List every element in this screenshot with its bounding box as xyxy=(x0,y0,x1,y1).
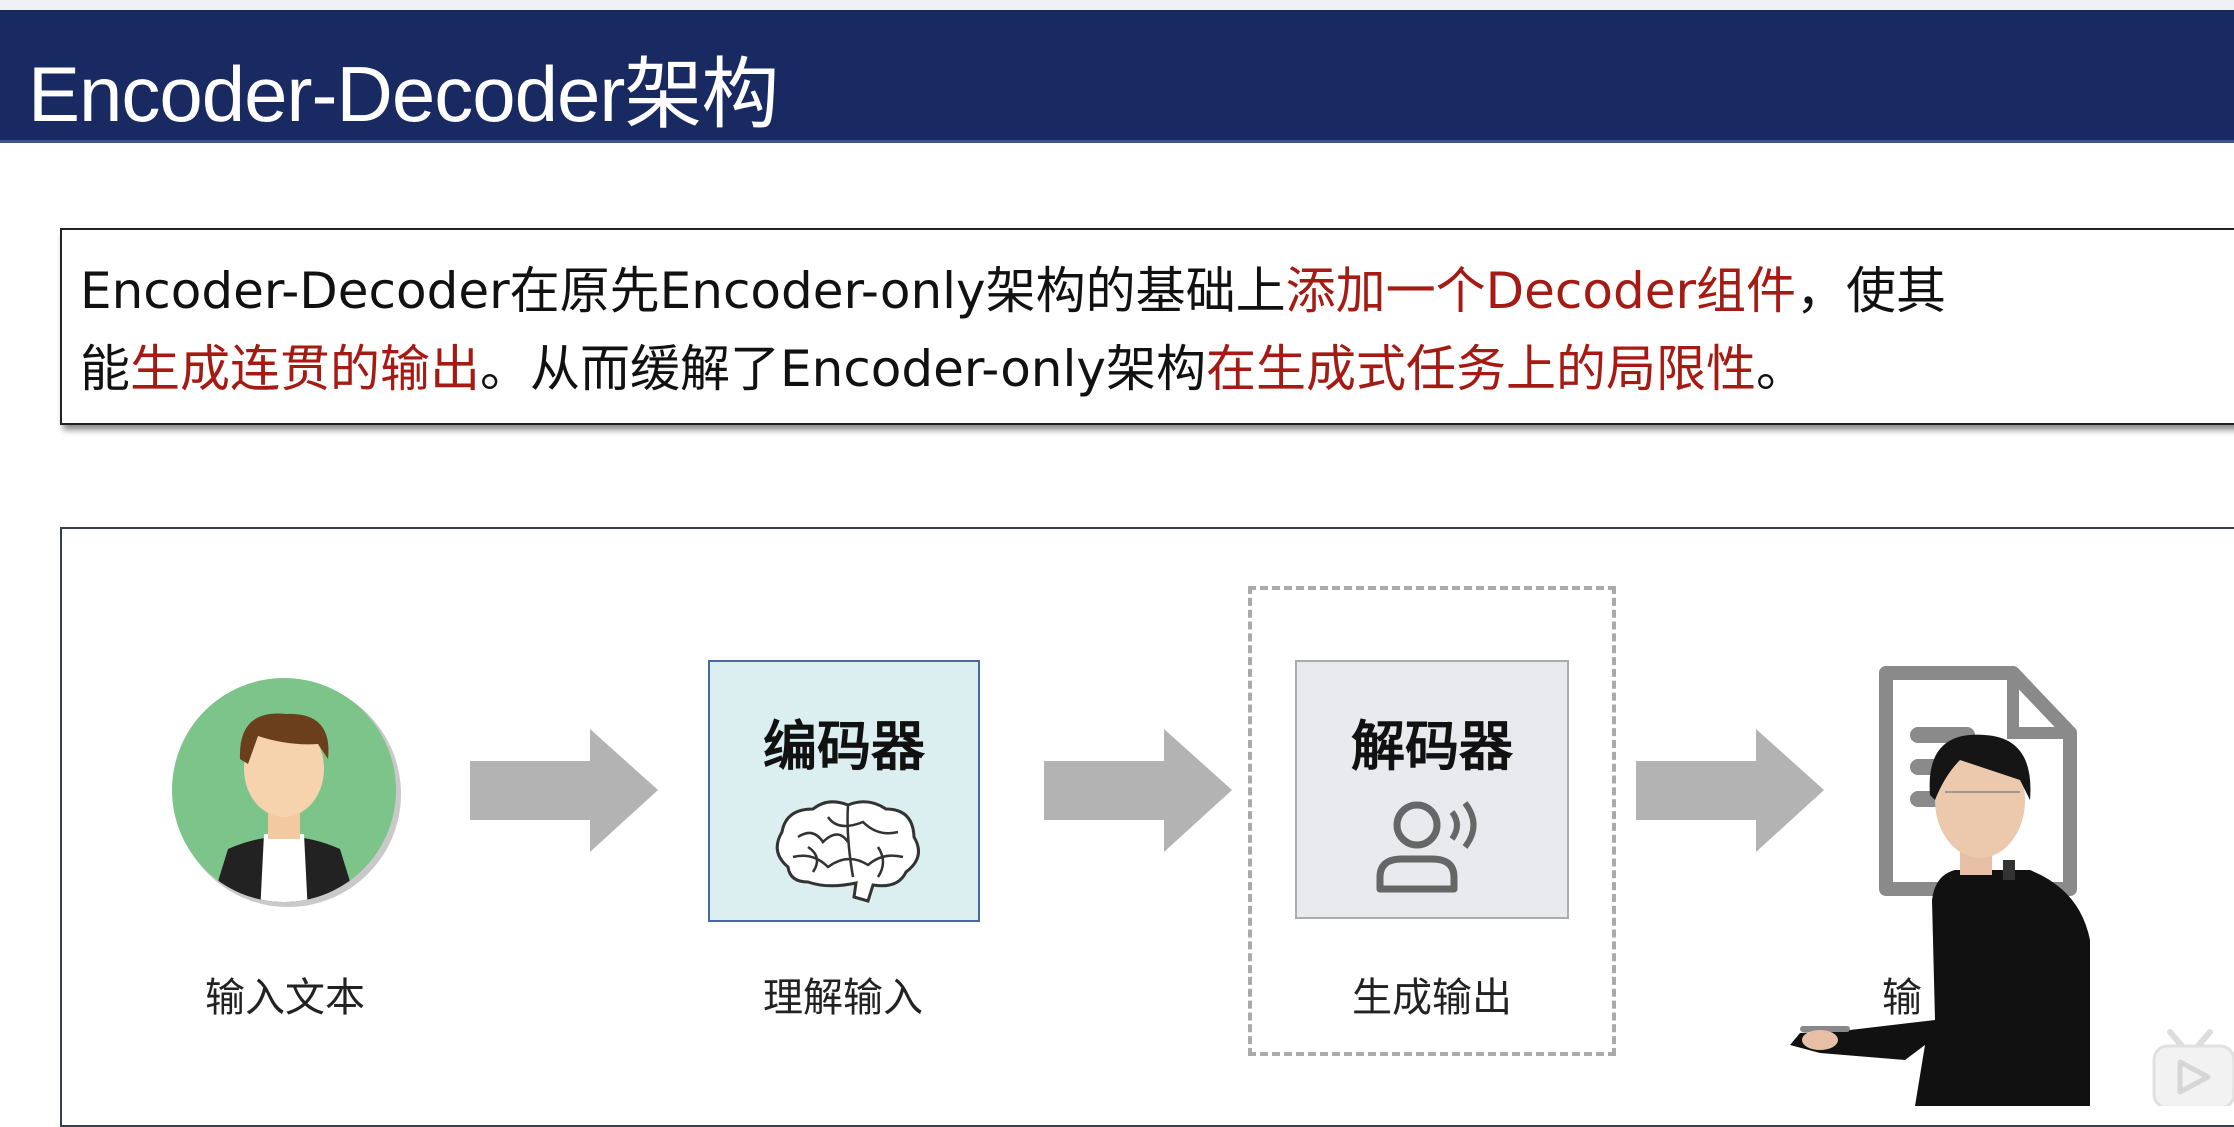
decoder-box: 解码器 xyxy=(1295,660,1569,919)
label-output-partial: 输 xyxy=(1882,975,1922,1021)
decoder-dashed-frame xyxy=(1248,586,1616,1056)
text-segment: 。 xyxy=(1755,340,1806,398)
diagram-panel xyxy=(60,527,2234,1127)
highlighted-text: 添加一个Decoder组件 xyxy=(1285,262,1797,320)
text-segment: ，使其 xyxy=(1796,262,1947,320)
bilibili-logo-icon xyxy=(2152,1029,2234,1106)
encoder-box: 编码器 xyxy=(708,660,980,922)
brain-icon xyxy=(775,800,920,903)
user-avatar-icon xyxy=(172,678,401,907)
label-input-text: 输入文本 xyxy=(205,975,365,1021)
slide-header: Encoder-Decoder架构 xyxy=(0,10,2234,143)
presenter-video-overlay xyxy=(1790,734,2090,1106)
description-line-2: 能生成连贯的输出。从而缓解了Encoder-only架构在生成式任务上的局限性。 xyxy=(80,330,2230,408)
decoder-title: 解码器 xyxy=(1351,715,1513,778)
speaking-person-icon xyxy=(1376,801,1477,893)
arrow-right-icon xyxy=(1044,729,1232,852)
label-generate-output: 生成输出 xyxy=(1352,975,1512,1021)
slide-title: Encoder-Decoder架构 xyxy=(28,50,779,138)
arrow-right-icon xyxy=(1636,729,1824,852)
highlighted-text: 生成连贯的输出 xyxy=(130,340,480,398)
highlighted-text: 在生成式任务上的局限性 xyxy=(1205,340,1756,398)
arrow-right-icon xyxy=(470,729,658,852)
description-line-1: Encoder-Decoder在原先Encoder-only架构的基础上添加一个… xyxy=(80,252,2230,330)
text-segment: Encoder-Decoder在原先Encoder-only架构的基础上 xyxy=(80,262,1286,320)
text-segment: 。从而缓解了Encoder-only架构 xyxy=(480,340,1206,398)
label-understand-input: 理解输入 xyxy=(763,975,923,1021)
text-segment: 能 xyxy=(80,340,130,398)
top-strip xyxy=(0,0,2234,10)
description-box: Encoder-Decoder在原先Encoder-only架构的基础上添加一个… xyxy=(60,228,2234,425)
encoder-title: 编码器 xyxy=(763,715,925,778)
